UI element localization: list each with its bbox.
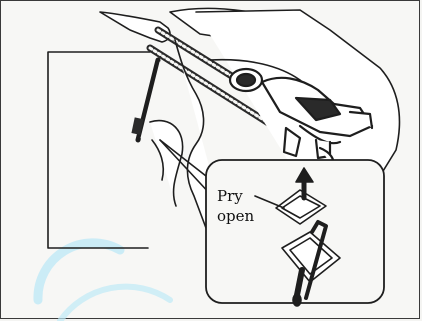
watermark-arc-2 [60, 287, 170, 321]
callout-box [206, 160, 384, 303]
callout-label-pry: Pry [217, 188, 243, 205]
callout-label-open: open [217, 208, 254, 225]
grip-hand [150, 121, 183, 206]
left-panel [48, 52, 150, 248]
